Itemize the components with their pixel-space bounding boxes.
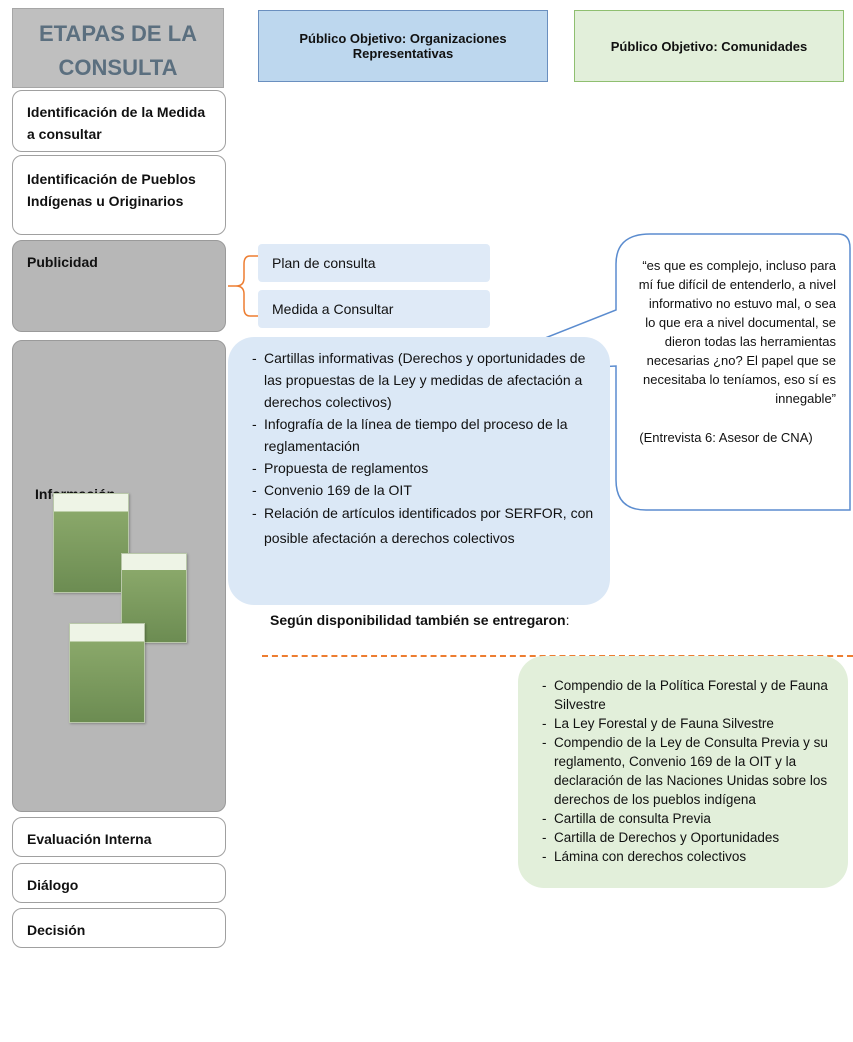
availability-note: Según disponibilidad también se entregar… <box>270 612 569 628</box>
list-item: Cartilla de consulta Previa <box>542 809 836 828</box>
list-item: Cartillas informativas (Derechos y oport… <box>252 347 596 413</box>
availability-note-tail: : <box>565 612 570 628</box>
comunidades-materials-box: Compendio de la Política Forestal y de F… <box>518 656 848 888</box>
stage-evaluacion: Evaluación Interna <box>12 817 226 857</box>
list-item: Compendio de la Política Forestal y de F… <box>542 676 836 714</box>
list-item: Cartilla de Derechos y Oportunidades <box>542 828 836 847</box>
bracket-connector <box>228 255 260 317</box>
organizaciones-header: Público Objetivo: Organizaciones Represe… <box>258 10 548 82</box>
list-item: Lámina con derechos colectivos <box>542 847 836 866</box>
quote-source: (Entrevista 6: Asesor de CNA) <box>639 430 813 445</box>
informacion-list: Cartillas informativas (Derechos y oport… <box>252 347 596 551</box>
stage-identificacion-pueblos: Identificación de Pueblos Indígenas u Or… <box>12 155 226 235</box>
stage-publicidad: Publicidad <box>12 240 226 332</box>
publicidad-item-plan: Plan de consulta <box>258 244 490 282</box>
stage-identificacion-medida: Identificación de la Medida a consultar <box>12 90 226 152</box>
stage-dialogo: Diálogo <box>12 863 226 903</box>
comunidades-list: Compendio de la Política Forestal y de F… <box>542 676 836 866</box>
quote-bubble <box>453 233 851 511</box>
list-item: Infografía de la línea de tiempo del pro… <box>252 413 596 457</box>
cartilla-cover-image <box>69 623 145 723</box>
informacion-materials-box: Cartillas informativas (Derechos y oport… <box>228 337 610 605</box>
list-item: Compendio de la Ley de Consulta Previa y… <box>542 733 836 809</box>
quote-text: “es que es complejo, incluso para mí fue… <box>638 258 836 406</box>
list-item: La Ley Forestal y de Fauna Silvestre <box>542 714 836 733</box>
comunidades-header: Público Objetivo: Comunidades <box>574 10 844 82</box>
etapas-header: ETAPAS DE LA CONSULTA <box>12 8 224 88</box>
cartilla-cover-image <box>53 493 129 593</box>
list-item: Propuesta de reglamentos <box>252 457 596 479</box>
availability-note-bold: Según disponibilidad también se entregar… <box>270 612 566 628</box>
list-item: Convenio 169 de la OIT <box>252 479 596 501</box>
stage-decision: Decisión <box>12 908 226 948</box>
stage-informacion: Información <box>12 340 226 812</box>
list-item: Relación de artículos identificados por … <box>252 501 596 551</box>
publicidad-item-medida: Medida a Consultar <box>258 290 490 328</box>
